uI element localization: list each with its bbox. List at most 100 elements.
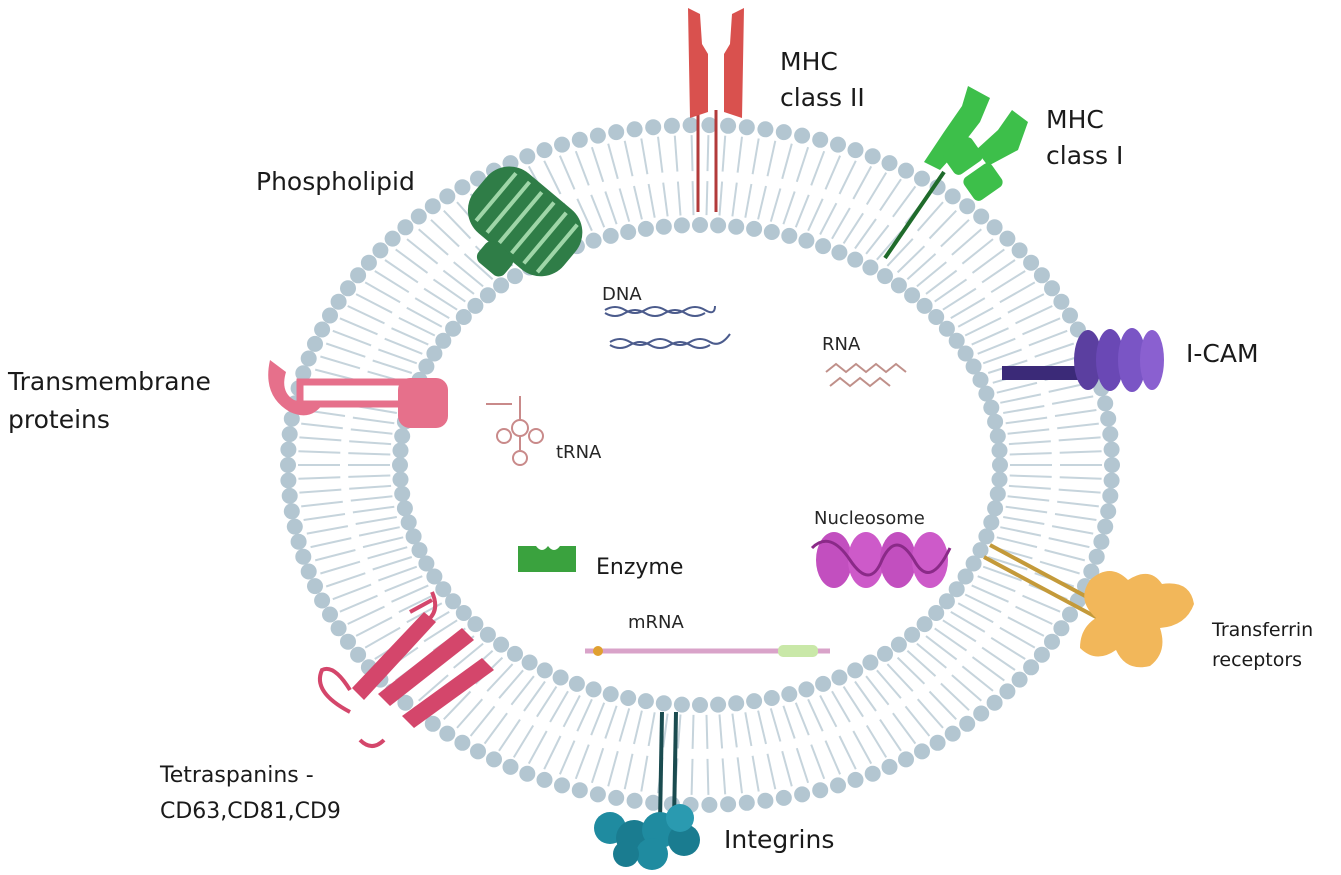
lipid-tail [604, 705, 618, 739]
lipid-head [405, 528, 422, 545]
lipid-tail [1007, 495, 1050, 502]
lipid-tail [831, 690, 851, 723]
icam-icon [1002, 328, 1164, 392]
lipid-head [571, 782, 588, 799]
lipid-head [944, 188, 961, 205]
lipid-heads-outer [280, 117, 1120, 813]
lipid-tail [406, 306, 443, 328]
lipid-head [589, 786, 606, 803]
lipid-head [682, 117, 699, 134]
lipid-tail [1048, 537, 1090, 549]
lipid-head [989, 485, 1006, 502]
lipid-tail [766, 753, 777, 790]
lipid-tail [543, 735, 562, 770]
lipid-head [426, 345, 443, 362]
lipid-head [1097, 518, 1114, 535]
lipid-tail [374, 270, 410, 294]
lipid-head [798, 232, 815, 249]
lipid-tail [633, 185, 643, 220]
lipid-tail [990, 636, 1026, 660]
lipid-tail [982, 565, 1022, 582]
lipid-tail [398, 593, 436, 613]
lipid-head [701, 796, 718, 813]
lipid-head [350, 267, 367, 284]
lipid-head [571, 131, 588, 148]
lipid-tail [314, 549, 356, 562]
lipid-tail [320, 560, 361, 575]
lipid-tail [769, 708, 782, 742]
lipid-tail [469, 705, 496, 737]
lipid-head [424, 198, 441, 215]
lipid-head [948, 332, 965, 349]
lipid-head [455, 605, 472, 621]
lipid-head [435, 581, 452, 598]
lipid-tail [865, 172, 888, 206]
lipid-tail [961, 238, 994, 265]
lipid-tail [378, 565, 418, 582]
lipid-tail [358, 526, 400, 537]
lipid-head [521, 654, 538, 671]
lipid-head [1100, 503, 1117, 520]
lipid-head [957, 568, 974, 585]
lipid-head [384, 230, 401, 247]
lipid-tail [951, 228, 982, 256]
lipid-head [692, 697, 708, 713]
lipid-head [314, 321, 331, 338]
phospholipid-protein-icon [467, 166, 583, 277]
lipid-head [898, 751, 914, 768]
lipid-head [397, 219, 414, 236]
lipid-head [467, 616, 484, 633]
lipid-head [626, 792, 643, 809]
lipid-head [330, 620, 347, 637]
lipid-head [904, 287, 921, 304]
lipid-tail [731, 713, 738, 748]
lipid-tail [957, 602, 994, 624]
lipid-head [738, 119, 755, 136]
lipid-tail [951, 674, 982, 702]
lipid-tail [795, 146, 810, 183]
lipid-head [426, 568, 443, 585]
lipid-tail [757, 710, 767, 745]
lipid-tail [1009, 474, 1052, 478]
label-mhc-class-ii-line1: MHC [780, 47, 838, 76]
lipid-head [322, 606, 338, 623]
lipid-head [655, 695, 672, 712]
lipid-tail [934, 627, 968, 652]
lipid-head [445, 593, 462, 610]
lipid-head [898, 162, 914, 179]
lipid-tail [982, 348, 1022, 365]
lipid-tail [339, 317, 378, 336]
lipid-head [999, 230, 1016, 247]
lipid-head [972, 371, 989, 388]
lipid-head [738, 794, 755, 811]
lipid-tail [350, 495, 393, 502]
lipid-tail [339, 594, 378, 613]
trna-icon [486, 396, 544, 466]
lipid-tail [348, 474, 391, 478]
lipid-tail [543, 160, 562, 195]
lipid-tail [942, 619, 977, 643]
lipid-tail [349, 440, 392, 446]
lipid-tail [647, 712, 656, 747]
label-transferrin-line2: receptors [1212, 649, 1302, 671]
lipid-tail [721, 135, 727, 172]
lipid-bilayer-membrane [280, 117, 1120, 813]
lipid-tail [673, 135, 679, 172]
lipid-head [916, 297, 933, 314]
lipid-head [637, 220, 654, 237]
lipid-head [300, 350, 317, 367]
lipid-head [340, 633, 356, 650]
lipid-tail [691, 181, 695, 216]
lipid-tail [838, 160, 857, 195]
lipid-head [307, 335, 323, 352]
lipid-tail [1007, 616, 1045, 637]
lipid-head [812, 782, 829, 799]
lipid-tail [558, 740, 576, 775]
lipid-head [455, 309, 472, 325]
lipid-tail [916, 642, 947, 669]
lipid-tail [1007, 428, 1050, 435]
lipid-tail [852, 165, 873, 200]
lipid-tail [498, 669, 524, 699]
lipid-tail [355, 293, 393, 314]
lipid-head [418, 358, 435, 375]
